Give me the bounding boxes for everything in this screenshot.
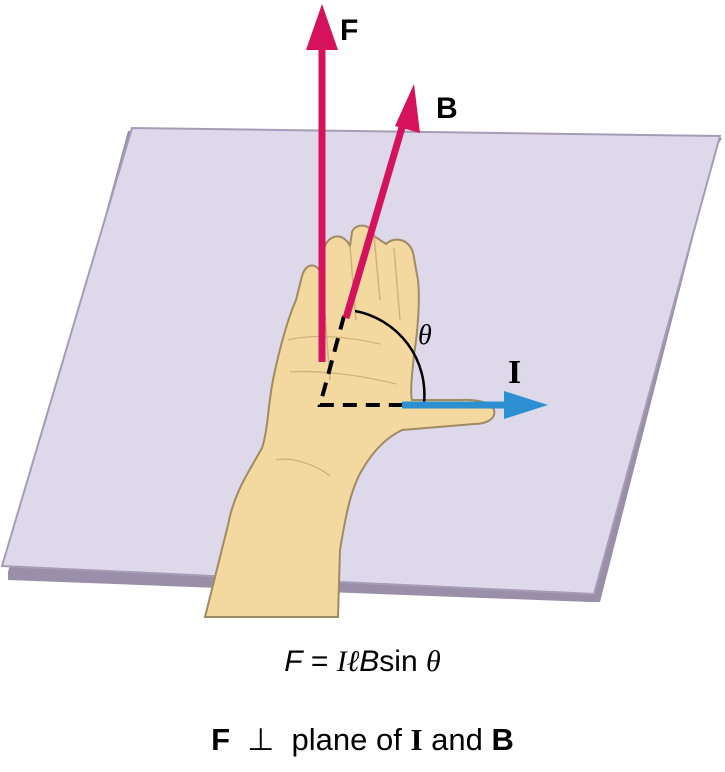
statement-text2: and [422, 722, 492, 757]
formula-force: F [284, 645, 303, 678]
force-formula: F = IℓBsin θ [0, 645, 725, 679]
angle-arc [354, 309, 426, 404]
formula-sin: sin [379, 645, 426, 678]
formula-length: ℓ [346, 645, 360, 678]
right-angle-guide [317, 315, 402, 407]
formula-equals: = [302, 645, 337, 678]
field-arrow [342, 84, 420, 319]
angle-label: θ [418, 320, 432, 351]
perpendicular-statement: F ⊥ plane of I and B [0, 722, 725, 758]
hand [203, 224, 496, 618]
statement-text1: plane of [291, 722, 411, 757]
statement-field: B [491, 722, 514, 757]
right-hand-rule-illustration: F B I θ [0, 4, 722, 618]
formula-field: B [359, 645, 380, 678]
formula-angle: θ [425, 645, 441, 678]
force-label: F [340, 14, 358, 47]
current-label: I [508, 354, 521, 391]
field-label: B [436, 92, 458, 125]
statement-force: F [211, 722, 231, 757]
formula-current: I [336, 645, 347, 678]
current-arrow [402, 391, 548, 419]
force-arrow [306, 4, 338, 362]
statement-perp: ⊥ [230, 722, 292, 757]
statement-current: I [410, 722, 423, 757]
